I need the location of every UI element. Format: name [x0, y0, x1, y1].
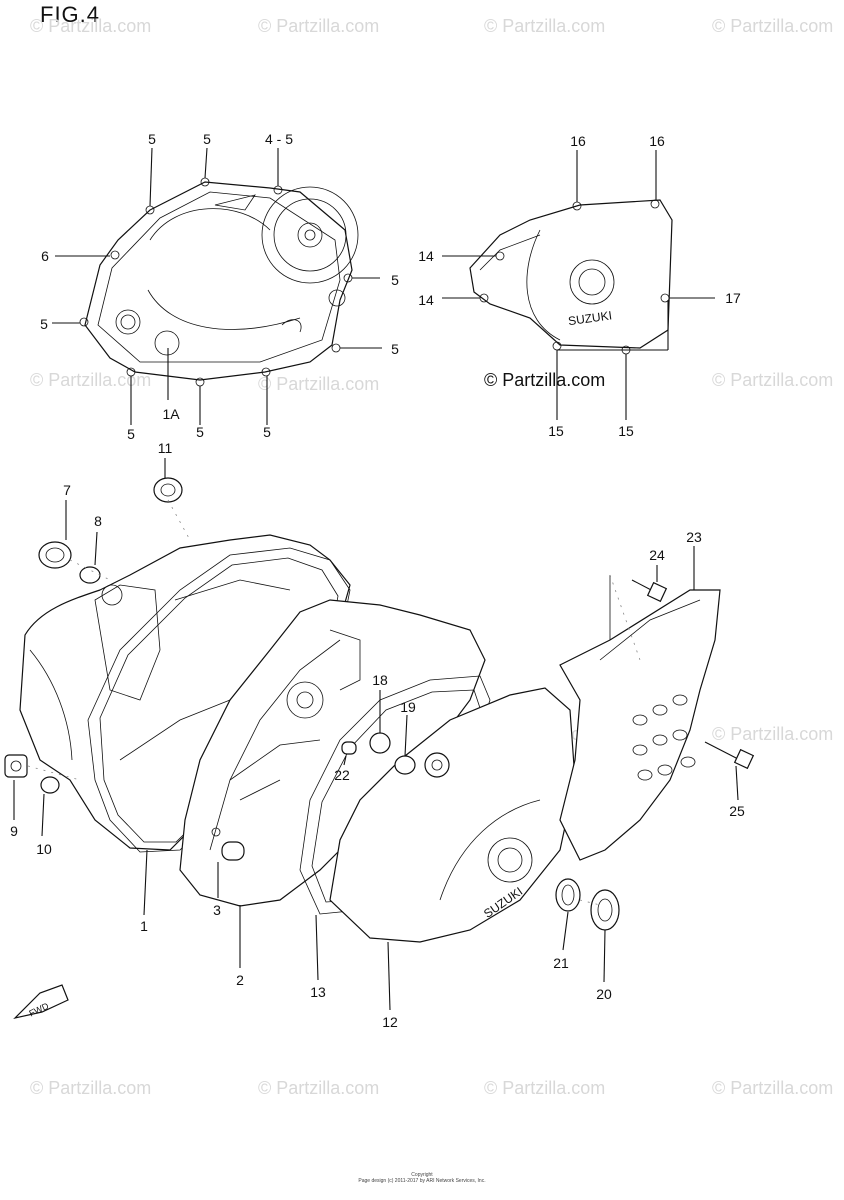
watermark: © Partzilla.com — [258, 16, 380, 36]
seal-21-drawing — [555, 878, 581, 912]
callout-12: 12 — [382, 1014, 398, 1030]
callout-1a: 1A — [162, 406, 180, 422]
sprocket-cover-drawing — [559, 575, 721, 861]
callout-17: 17 — [725, 290, 741, 306]
watermark: © Partzilla.com — [712, 724, 834, 744]
watermark: © Partzilla.com — [258, 374, 380, 394]
magneto-cover-drawing: SUZUKI — [469, 199, 673, 355]
copyright-line: Copyright — [411, 1172, 433, 1178]
callout-5: 5 — [263, 424, 271, 440]
callout-5: 5 — [203, 131, 211, 147]
callout-5: 5 — [391, 341, 399, 357]
callout-19: 19 — [400, 699, 416, 715]
watermark: © Partzilla.com — [484, 1078, 606, 1098]
copyright-line: Page design (c) 2011-2017 by ARI Network… — [358, 1178, 486, 1184]
callout-16: 16 — [570, 133, 586, 149]
callout-5: 5 — [127, 426, 135, 442]
callout-1: 1 — [140, 918, 148, 934]
watermark: © Partzilla.com — [712, 16, 834, 36]
generator-cover-drawing: SUZUKI — [329, 687, 576, 943]
cap-7-drawing — [38, 541, 72, 569]
bolt-25-drawing — [704, 741, 755, 770]
callout-5: 5 — [40, 316, 48, 332]
callout-7: 7 — [63, 482, 71, 498]
callout-15: 15 — [548, 423, 564, 439]
callout-13: 13 — [310, 984, 326, 1000]
suzuki-logo-top: SUZUKI — [567, 308, 613, 328]
watermark: © Partzilla.com — [30, 16, 152, 36]
fwd-arrow-icon: FWD — [13, 984, 69, 1020]
callout-5: 5 — [196, 424, 204, 440]
watermark: © Partzilla.com — [30, 370, 152, 390]
seal-11-drawing — [153, 477, 183, 503]
callout-20: 20 — [596, 986, 612, 1002]
callout-10: 10 — [36, 841, 52, 857]
callout-23: 23 — [686, 529, 702, 545]
callout-16: 16 — [649, 133, 665, 149]
inner-cover-drawing — [179, 599, 486, 907]
callout-5: 5 — [148, 131, 156, 147]
watermark: © Partzilla.com — [30, 1078, 152, 1098]
watermark: © Partzilla.com — [712, 370, 834, 390]
callout-22: 22 — [334, 767, 350, 783]
callout-14: 14 — [418, 292, 434, 308]
dowel-18-drawing — [369, 732, 391, 754]
bolt-24-drawing — [631, 579, 668, 603]
callout-6: 6 — [41, 248, 49, 264]
callout-18: 18 — [372, 672, 388, 688]
watermark: © Partzilla.com — [484, 16, 606, 36]
callout-8: 8 — [94, 513, 102, 529]
watermark: © Partzilla.com — [712, 1078, 834, 1098]
callout-24: 24 — [649, 547, 665, 563]
callout-25: 25 — [729, 803, 745, 819]
callout-11: 11 — [157, 440, 173, 456]
figure-title: FIG.4 — [40, 2, 101, 27]
callout-9: 9 — [10, 823, 18, 839]
clutch-cover-drawing — [79, 177, 359, 387]
watermark: © Partzilla.com — [258, 1078, 380, 1098]
callout-5: 5 — [391, 272, 399, 288]
callout-4-5: 4 - 5 — [264, 131, 294, 147]
plug-9-drawing — [4, 754, 28, 778]
washer-8-drawing — [79, 566, 101, 584]
dowel-22-drawing — [341, 741, 357, 755]
callout-21: 21 — [553, 955, 569, 971]
washer-10-drawing — [40, 776, 60, 794]
callout-14: 14 — [418, 248, 434, 264]
callout-3: 3 — [213, 902, 221, 918]
callout-2: 2 — [236, 972, 244, 988]
callout-15: 15 — [618, 423, 634, 439]
cap-20-drawing — [590, 889, 620, 931]
oring-19-drawing — [394, 755, 416, 775]
watermark-main: © Partzilla.com — [484, 370, 606, 390]
